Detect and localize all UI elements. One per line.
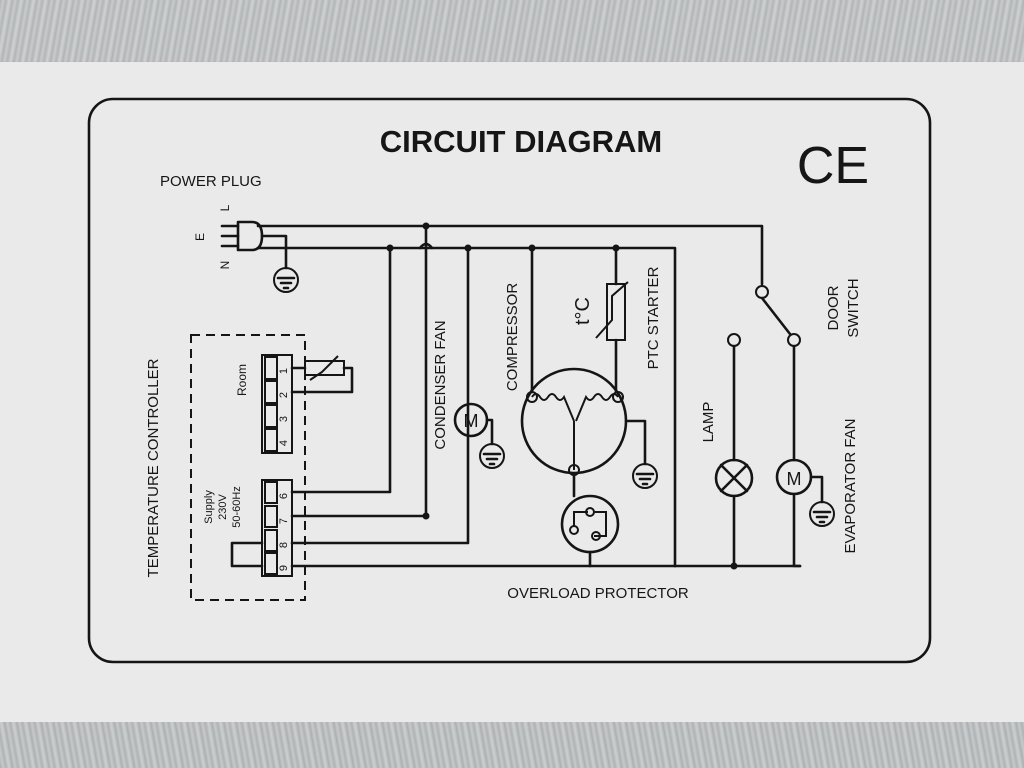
compressor-terminal-s [612,391,624,403]
metal-surface-bottom [0,722,1024,768]
compressor-windings [531,393,619,470]
compressor-label: COMPRESSOR [504,283,521,392]
terminal-7: 7 [278,518,290,524]
terminal-6: 6 [278,493,290,499]
lamp-icon [714,458,754,498]
terminal-block-bottom [261,479,293,577]
evaporator-fan-ground-icon [809,475,835,527]
ce-mark: CE [797,137,869,195]
junction [730,562,738,570]
temperature-controller-label: TEMPERATURE CONTROLLER [145,358,162,577]
terminal-3: 3 [278,416,290,422]
evaporator-fan-motor-symbol: M [787,469,802,489]
condenser-fan-ground-icon [479,418,505,469]
plug-ground-icon [260,234,299,293]
power-plug-icon [220,220,264,252]
overload-contact [591,531,601,541]
condenser-fan-label: CONDENSER FAN [432,320,449,449]
diagram-border [87,97,932,664]
evaporator-fan-wires [792,344,802,568]
junction [528,244,536,252]
junction [422,222,430,230]
metal-surface-top [0,0,1024,66]
junction [386,244,394,252]
lamp-cross [719,463,749,493]
ptc-temperature-symbol: t°C [572,297,594,325]
terminal-1: 1 [278,368,290,374]
plug-l-label: L [218,204,232,211]
door-switch-blade [760,296,792,336]
supply-label: Supply [203,490,215,524]
condenser-fan-motor-symbol: M [464,411,479,431]
lamp-label: LAMP [700,402,717,443]
door-switch-contact [787,333,801,347]
ptc-thermal-mark [595,281,629,339]
overload-protector-label: OVERLOAD PROTECTOR [507,585,689,602]
temperature-controller-box [190,334,306,601]
door-switch-label-2: SWITCH [845,278,862,337]
power-plug-label: POWER PLUG [160,173,262,190]
label-sheet [0,62,1024,726]
terminal-2: 2 [278,392,290,398]
supply-jumper [230,541,264,568]
overload-contact [585,507,595,517]
plug-n-label: N [218,261,232,270]
room-label: Room [235,364,249,396]
voltage-label: 230V [217,493,229,519]
terminal-9: 9 [278,565,290,571]
terminal-4: 4 [278,440,290,446]
terminal-block-top [261,354,293,454]
junction [612,244,620,252]
ptc-starter-label: PTC STARTER [645,266,662,369]
overload-contact [569,525,579,535]
junction [464,244,472,252]
junction [422,512,430,520]
overload-wires [572,473,592,568]
room-sensor-icon [290,355,354,394]
terminal-8: 8 [278,542,290,548]
evaporator-fan-label: EVAPORATOR FAN [842,418,859,553]
frequency-label: 50-60Hz [231,486,243,528]
compressor-ground-icon [624,419,658,489]
overload-protector-icon [560,494,620,554]
door-switch-contact [755,285,769,299]
plug-e-label: E [193,233,207,241]
door-switch-label-1: DOOR [825,285,842,330]
diagram-title: CIRCUIT DIAGRAM [380,124,662,159]
door-switch-contact [727,333,741,347]
